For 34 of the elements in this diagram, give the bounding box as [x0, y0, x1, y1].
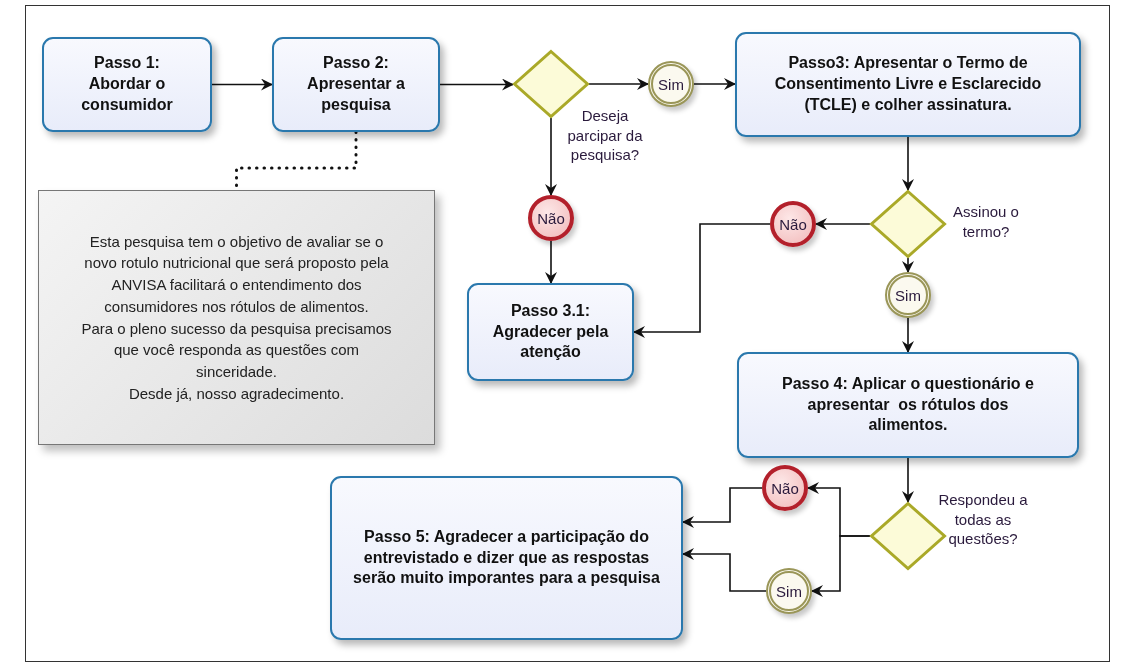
arrow [588, 78, 649, 90]
arrow [211, 78, 273, 91]
arrow [439, 78, 514, 91]
arrow [902, 317, 914, 353]
process-box: Passo 5: Agradecer a participação do entrevistado e dizer que as respostas serão muito imporantes para a pesquisa [330, 476, 683, 640]
process-box: Passo 1: Abordar o consumidor [42, 37, 212, 132]
process-box: Passo 4: Aplicar o questionário e apresentar os rótulos dos alimentos. [737, 352, 1079, 458]
annotation-text: Esta pesquisa tem o objetivo de avaliar se o novo rotulo nutricional que será proposto pela ANVISA facilitará o entendimento dos consumidores nos rótulos de alimentos. [83, 231, 390, 317]
yes-end-circle: Sim [648, 61, 694, 107]
arrow [682, 487, 763, 528]
annotation-text: Desde já, nosso agradecimento. [128, 383, 345, 404]
arrow [633, 223, 771, 338]
arrow [545, 240, 557, 284]
arrow [693, 78, 736, 90]
annotation-box [38, 190, 435, 445]
process-box: Passo3: Apresentar o Termo de Consentimento Livre e Esclarecido (TCLE) e colher assinatura. [735, 32, 1081, 137]
question-label: Assinou o termo? [952, 202, 1020, 241]
arrow [682, 548, 767, 592]
question-label: Respondeu a todas as questões? [937, 490, 1029, 549]
arrow [815, 218, 871, 230]
yes-end-circle: Sim [766, 568, 812, 614]
process-box: Passo 2: Apresentar a pesquisa [272, 37, 440, 132]
question-label: Deseja parcipar da pesquisa? [566, 106, 644, 165]
annotation-text: Para o pleno sucesso da pesquisa precisamos que você responda as questões com sinceridade. [80, 318, 393, 382]
process-box: Passo 3.1: Agradecer pela atenção [467, 283, 634, 381]
arrow [902, 136, 914, 191]
arrow [902, 457, 914, 503]
no-end-circle: Não [770, 201, 816, 247]
yes-end-circle: Sim [885, 272, 931, 318]
arrow [902, 257, 914, 273]
arrow [545, 117, 557, 196]
no-end-circle: Não [762, 465, 808, 511]
arrow [811, 535, 871, 597]
no-end-circle: Não [528, 195, 574, 241]
